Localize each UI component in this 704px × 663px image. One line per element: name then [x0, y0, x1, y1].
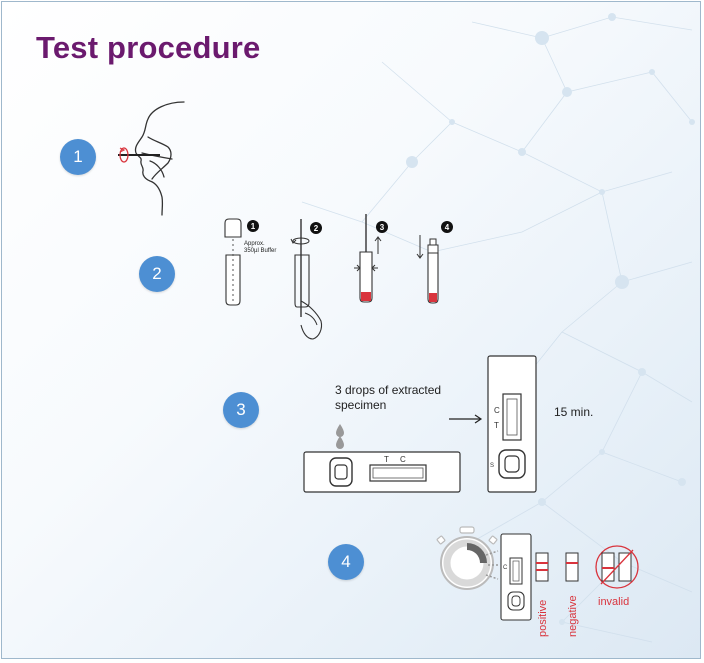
result-cassette: C [500, 533, 532, 621]
substep-1-number: 1 [251, 222, 256, 231]
result-mark-t: T [494, 421, 499, 430]
substep-3-number: 3 [380, 223, 385, 232]
result-negative-strip [565, 552, 579, 582]
buffer-note-line1: Approx. [244, 241, 265, 247]
result-invalid-label: invalid [598, 596, 630, 608]
substep-3-squeeze-tube: 3 [354, 214, 388, 303]
cassette-mark-c: C [400, 455, 406, 464]
substep-4-number: 4 [445, 223, 450, 232]
drops-instruction-line1: 3 drops of extracted [335, 383, 442, 397]
substep-4-cap-tube: 4 [416, 221, 453, 304]
sample-mark: S [490, 463, 494, 469]
step-3-badge: 3 [223, 392, 259, 428]
result-mark-c: C [494, 406, 500, 415]
nasal-swab-illustration [118, 101, 185, 216]
step-2-badge: 2 [139, 256, 175, 292]
test-cassette-vertical: C T S [487, 355, 537, 493]
step-4-badge: 4 [328, 544, 364, 580]
drops-instruction: 3 drops of extracted specimen [335, 383, 441, 413]
substep-1-buffer-tube: 1 Approx. 350µl Buffer [224, 218, 276, 306]
result-cassette-mark-c: C [503, 565, 508, 571]
step-1-badge: 1 [60, 139, 96, 175]
substep-2-swab-rotate: 2 [290, 219, 323, 340]
timer-icon [436, 526, 500, 590]
cassette-mark-t: T [384, 455, 389, 464]
result-positive-strip [535, 552, 549, 582]
arrow-to-result [449, 414, 483, 424]
page-title: Test procedure [36, 30, 261, 65]
result-negative-label: negative [567, 595, 579, 637]
wait-time: 15 min. [554, 405, 594, 419]
buffer-note-line2: 350µl Buffer [244, 248, 276, 254]
result-positive-label: positive [537, 599, 549, 637]
result-invalid-strips [595, 545, 639, 589]
substep-2-number: 2 [314, 224, 319, 233]
drops-instruction-line2: specimen [335, 398, 387, 412]
test-cassette-horizontal: T C [303, 424, 461, 493]
